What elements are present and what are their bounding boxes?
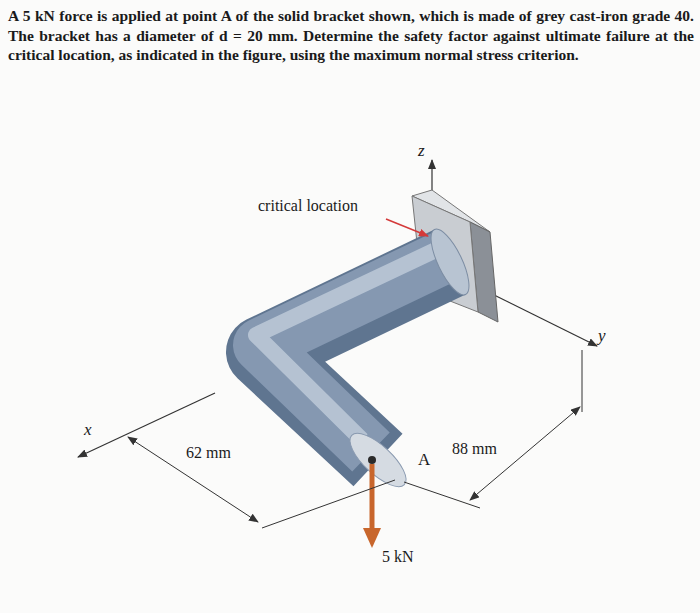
bracket-highlight: [256, 247, 442, 440]
wall-end-face: [424, 224, 477, 299]
extension-line: [404, 482, 480, 508]
extension-line: [262, 480, 395, 528]
extension-line: [582, 350, 583, 412]
critical-pointer: [386, 219, 428, 236]
force-arrow-shaft: [370, 464, 375, 530]
point-label: A: [418, 450, 430, 470]
dimension-label: 62 mm: [186, 444, 231, 462]
axis-label: z: [418, 141, 425, 161]
dimension-label: 88 mm: [452, 440, 497, 458]
load-label: 5 kN: [382, 548, 414, 566]
force-arrow-head: [363, 528, 381, 548]
axis-label: x: [84, 420, 92, 440]
point-a-dot: [368, 456, 376, 464]
problem-statement: A 5 kN force is applied at point A of th…: [8, 6, 694, 65]
tip-end-face: [342, 425, 414, 495]
dimension-62: [128, 437, 258, 522]
callout-label: critical location: [258, 197, 358, 215]
axis-label: y: [598, 326, 606, 346]
